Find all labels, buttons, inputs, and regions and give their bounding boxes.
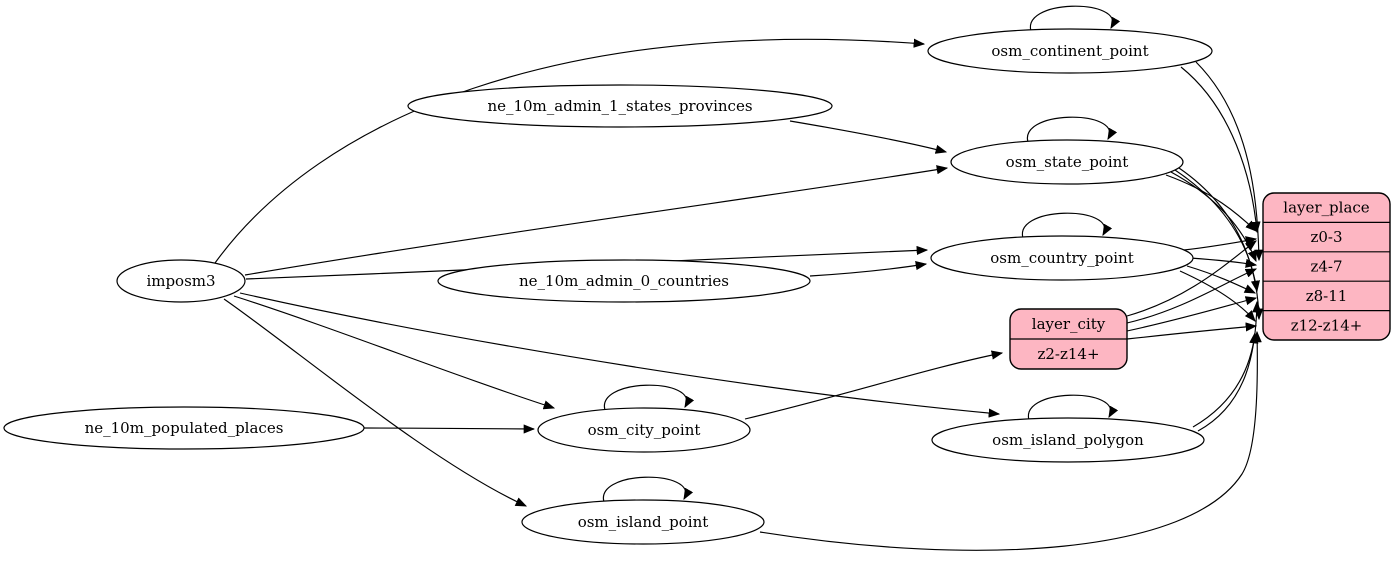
node-osm_continent_point bbox=[927, 28, 1213, 74]
edge-osm_state_point-to-layer_place-z8-11 bbox=[1174, 169, 1260, 293]
edge-imposm3-to-osm_state_point bbox=[244, 165, 949, 276]
edge-osm_country_point-to-layer_place-z0-3 bbox=[1183, 236, 1258, 251]
node-ne_10m_admin_1_states_provinces bbox=[407, 84, 833, 128]
self-loop-osm_island_point bbox=[602, 476, 694, 506]
record-row-layer_place-z12-z14+: z12-z14+ bbox=[1291, 316, 1363, 334]
record-row-layer_city-z2-z14+: z2-z14+ bbox=[1037, 345, 1099, 363]
node-osm_state_point bbox=[950, 139, 1184, 185]
node-label-ne_10m_admin_0_countries: ne_10m_admin_0_countries bbox=[519, 272, 729, 290]
edge-ne_10m_admin_1_states_provinces-to-osm_state_point bbox=[789, 120, 948, 154]
edge-osm_continent_point-to-layer_place-z4-7 bbox=[1195, 61, 1264, 262]
record-layer_place bbox=[1262, 192, 1391, 341]
edge-layer_city-to-layer_place-z12-z14 bbox=[1126, 322, 1258, 340]
edge-osm_island_point-to-layer_place-z12-z14 bbox=[759, 330, 1262, 551]
self-loop-osm_state_point bbox=[1026, 116, 1118, 146]
edge-osm_island_polygon-to-layer_place-z8-11 bbox=[1197, 300, 1262, 432]
edge-imposm3-to-osm_island_polygon bbox=[239, 292, 1001, 418]
edge-layer_city-to-layer_place-z0-3 bbox=[1126, 240, 1257, 317]
edge-imposm3-to-osm_continent_point bbox=[214, 38, 926, 264]
node-label-imposm3: imposm3 bbox=[146, 272, 215, 290]
self-loop-osm_island_polygon bbox=[1027, 394, 1119, 424]
node-label-osm_country_point: osm_country_point bbox=[990, 249, 1134, 267]
edge-osm_continent_point-to-layer_place-z0-3 bbox=[1180, 66, 1261, 234]
self-loop-osm_city_point bbox=[603, 384, 695, 414]
node-label-osm_state_point: osm_state_point bbox=[1006, 153, 1129, 171]
record-row-layer_place-z4-7: z4-7 bbox=[1310, 258, 1342, 276]
node-label-osm_island_polygon: osm_island_polygon bbox=[992, 431, 1144, 449]
node-imposm3 bbox=[116, 259, 246, 303]
edge-osm_state_point-to-layer_place-z4-7 bbox=[1170, 171, 1257, 263]
node-label-ne_10m_populated_places: ne_10m_populated_places bbox=[85, 419, 284, 437]
node-osm_island_polygon bbox=[931, 417, 1205, 463]
node-label-osm_continent_point: osm_continent_point bbox=[991, 42, 1148, 60]
node-label-osm_city_point: osm_city_point bbox=[588, 421, 701, 439]
record-row-layer_city-layer_city: layer_city bbox=[1032, 315, 1106, 333]
edge-ne_10m_admin_0_countries-to-osm_country_point bbox=[809, 261, 928, 277]
node-label-ne_10m_admin_1_states_provinces: ne_10m_admin_1_states_provinces bbox=[487, 97, 752, 115]
edge-osm_state_point-to-layer_place-z0-3 bbox=[1165, 174, 1257, 232]
record-row-layer_place-layer_place: layer_place bbox=[1283, 199, 1370, 217]
edge-layer_city-to-layer_place-z8-11 bbox=[1126, 296, 1258, 332]
edge-imposm3-to-osm_island_point bbox=[223, 298, 528, 507]
edge-imposm3-to-osm_city_point bbox=[233, 295, 556, 410]
node-osm_island_point bbox=[521, 499, 765, 545]
edge-osm_island_polygon-to-layer_place-z12-z14 bbox=[1192, 331, 1259, 428]
record-row-layer_place-z8-11: z8-11 bbox=[1306, 287, 1348, 305]
self-loop-osm_country_point bbox=[1021, 212, 1113, 242]
edge-osm_country_point-to-layer_place-z12-z14 bbox=[1179, 270, 1256, 322]
edge-osm_country_point-to-layer_place-z4-7 bbox=[1189, 257, 1258, 268]
edge-osm_city_point-to-layer_city-z2-z14 bbox=[744, 350, 1004, 420]
edge-layer_city-to-layer_place-z4-7 bbox=[1126, 268, 1258, 324]
record-row-layer_place-z0-3: z0-3 bbox=[1310, 228, 1342, 246]
edge-osm_country_point-to-layer_place-z8-11 bbox=[1186, 265, 1257, 294]
node-osm_city_point bbox=[537, 407, 751, 453]
edge-ne_10m_populated_places-to-osm_city_point bbox=[363, 424, 536, 434]
node-ne_10m_admin_0_countries bbox=[437, 259, 811, 303]
node-ne_10m_populated_places bbox=[3, 406, 365, 450]
node-osm_country_point bbox=[930, 235, 1194, 281]
node-label-osm_island_point: osm_island_point bbox=[578, 513, 709, 531]
self-loop-osm_continent_point bbox=[1029, 5, 1121, 35]
